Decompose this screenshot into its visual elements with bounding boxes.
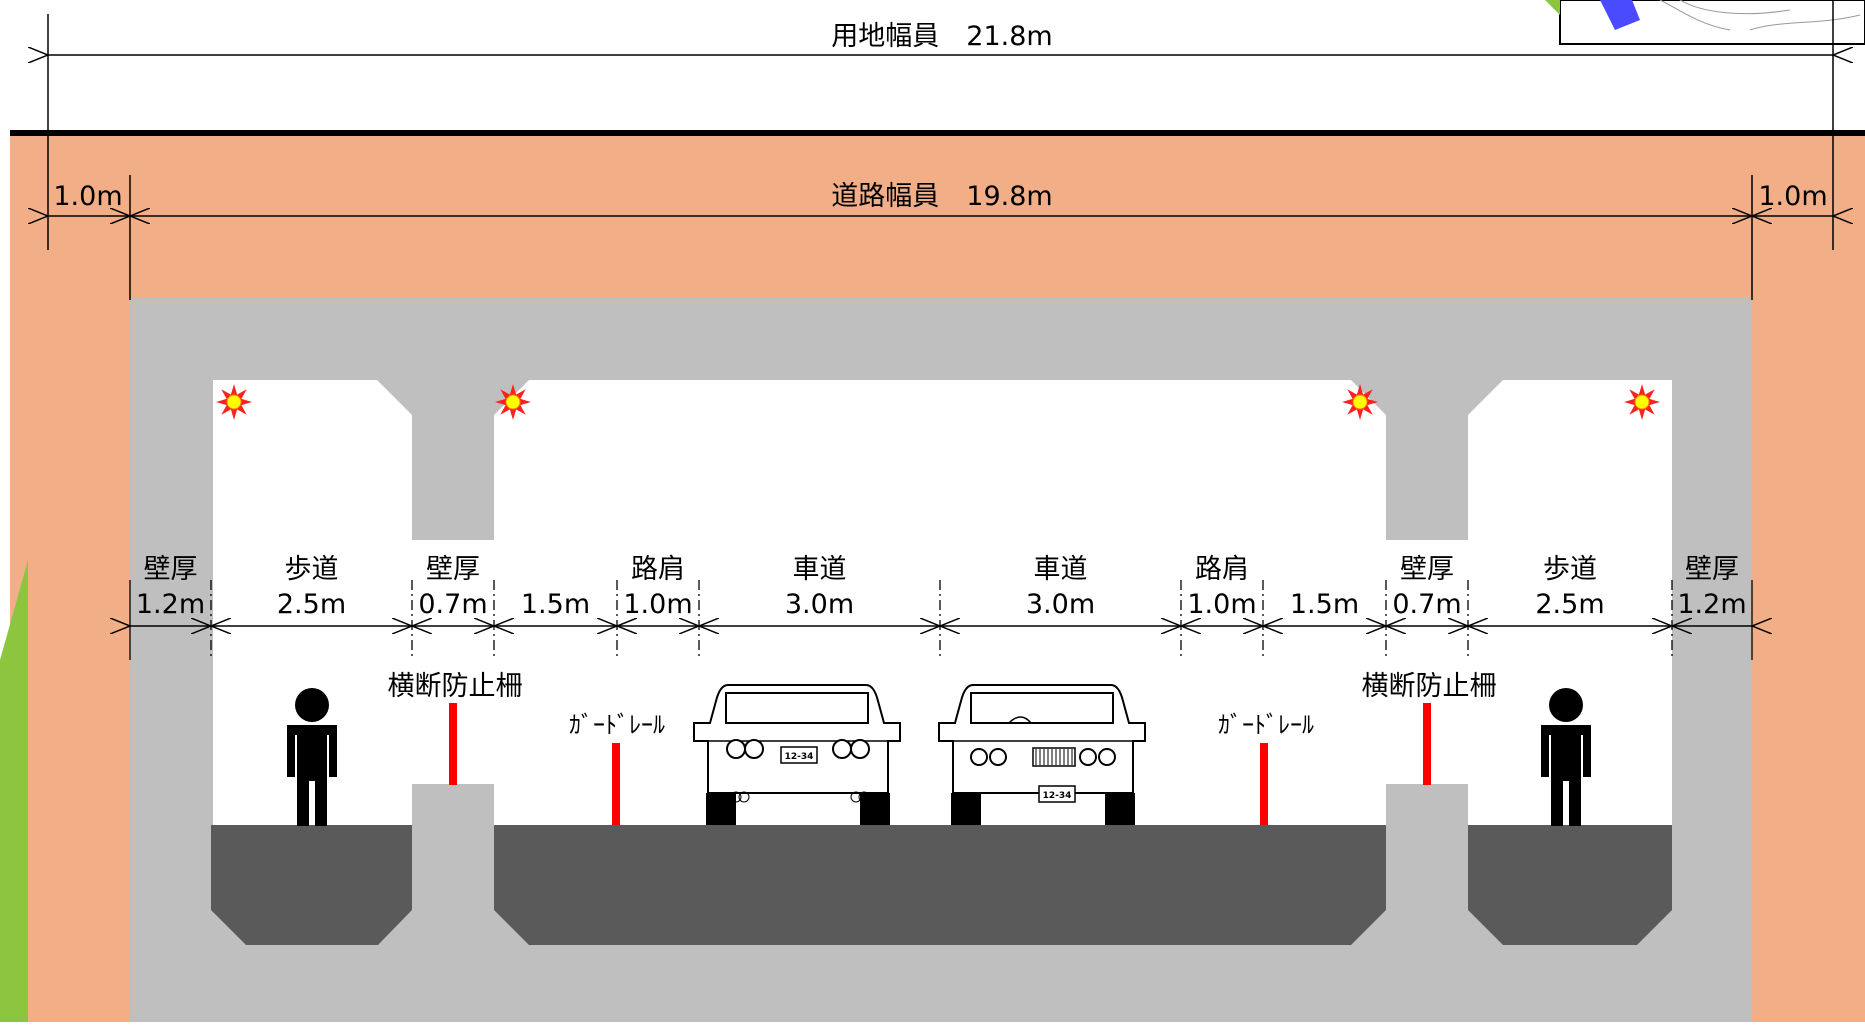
- map-thumbnail-icon: [1545, 0, 1865, 45]
- section-dimension: 車道 3.0m: [940, 554, 1181, 626]
- car-rear-icon: 12-34: [693, 684, 901, 825]
- road-width-dimension: 道路幅員 19.8m 1.0m 1.0m: [48, 175, 1833, 300]
- section-name-label: 路肩: [631, 554, 685, 585]
- section-width-label: 1.2m: [1677, 589, 1746, 620]
- section-name-label: 歩道: [1543, 554, 1597, 585]
- guardrail-right-label: ｶﾞｰﾄﾞﾚｰﾙ: [1218, 711, 1314, 739]
- car-front-icon: 12-34: [938, 684, 1146, 825]
- section-width-label: 3.0m: [1026, 589, 1095, 620]
- front-plate: 12-34: [1043, 791, 1072, 801]
- crossing-fence-right-label: 横断防止柵: [1362, 671, 1497, 702]
- section-dimension: 1.5m: [1263, 589, 1386, 626]
- section-dimension: 路肩 1.0m: [617, 554, 699, 626]
- crossing-fence-right: [1423, 703, 1431, 785]
- light-icon: [1342, 384, 1378, 420]
- section-name-label: 車道: [793, 554, 847, 585]
- ground-surface-line: [10, 130, 1865, 136]
- section-dimension: 壁厚 1.2m: [130, 554, 211, 626]
- section-name-label: 歩道: [285, 554, 339, 585]
- section-dimension: 壁厚 0.7m: [412, 554, 494, 626]
- right-median-block: [1386, 784, 1468, 944]
- person-icon: [1541, 688, 1591, 826]
- section-name-label: 壁厚: [144, 554, 198, 585]
- left-sidewalk-slab: [211, 825, 412, 945]
- left-margin-label: 1.0m: [53, 181, 122, 212]
- section-width-label: 1.0m: [623, 589, 692, 620]
- rear-plate: 12-34: [785, 752, 814, 762]
- light-icon: [495, 384, 531, 420]
- site-width-dimension: 用地幅員 21.8m: [48, 0, 1833, 250]
- road-width-label: 道路幅員 19.8m: [831, 181, 1052, 212]
- light-icon: [1624, 384, 1660, 420]
- section-width-label: 2.5m: [277, 589, 346, 620]
- roadway-slab: [494, 825, 1386, 945]
- section-dimension: 壁厚 1.2m: [1672, 554, 1752, 626]
- site-width-label: 用地幅員 21.8m: [831, 21, 1052, 52]
- pedestrians: [287, 688, 1591, 826]
- section-dimensions: 壁厚 1.2m 歩道 2.5m 壁厚 0.7m 1.5m 路肩 1.0m 車道 3.0m 車道 3.0m…: [130, 554, 1752, 660]
- left-median-block: [412, 784, 494, 944]
- section-name-label: 壁厚: [426, 554, 480, 585]
- guardrail-left-label: ｶﾞｰﾄﾞﾚｰﾙ: [569, 711, 665, 739]
- section-width-label: 2.5m: [1535, 589, 1604, 620]
- fences-and-guardrails: 横断防止柵 横断防止柵 ｶﾞｰﾄﾞﾚｰﾙ ｶﾞｰﾄﾞﾚｰﾙ: [388, 671, 1497, 825]
- tunnel-lights: [216, 384, 1660, 420]
- section-name-label: 壁厚: [1685, 554, 1739, 585]
- section-dimension: 壁厚 0.7m: [1386, 554, 1468, 626]
- section-width-label: 0.7m: [1392, 589, 1461, 620]
- section-dimension: 車道 3.0m: [699, 554, 940, 626]
- section-name-label: 路肩: [1195, 554, 1249, 585]
- section-width-label: 1.5m: [521, 589, 590, 620]
- right-sidewalk-slab: [1468, 825, 1672, 945]
- guardrail-left: [612, 743, 620, 825]
- section-name-label: 車道: [1034, 554, 1088, 585]
- section-dimension: 歩道 2.5m: [1468, 554, 1672, 626]
- section-width-label: 3.0m: [785, 589, 854, 620]
- section-name-label: 壁厚: [1400, 554, 1454, 585]
- crossing-fence-left-label: 横断防止柵: [388, 671, 523, 702]
- crossing-fence-left: [449, 703, 457, 785]
- section-width-label: 0.7m: [418, 589, 487, 620]
- right-margin-label: 1.0m: [1758, 181, 1827, 212]
- interior-void: [213, 380, 1672, 825]
- section-dimension: 歩道 2.5m: [211, 554, 412, 626]
- guardrail-right: [1260, 743, 1268, 825]
- section-width-label: 1.5m: [1290, 589, 1359, 620]
- left-green-fragment: [0, 560, 28, 1022]
- person-icon: [287, 688, 337, 826]
- section-width-label: 1.0m: [1187, 589, 1256, 620]
- section-width-label: 1.2m: [136, 589, 205, 620]
- light-icon: [216, 384, 252, 420]
- section-dimension: 路肩 1.0m: [1181, 554, 1263, 626]
- section-dimension: 1.5m: [494, 589, 617, 626]
